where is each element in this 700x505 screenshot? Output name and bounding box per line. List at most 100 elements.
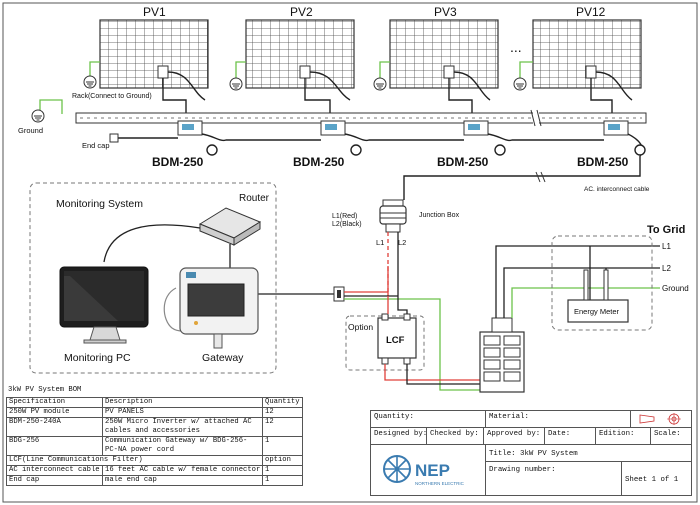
table-row: BDM-250-240A 250W Micro Inverter w/ atta… — [6, 417, 303, 437]
bom-title: 3kW PV System BOM — [8, 386, 82, 394]
bom-cell: End cap — [6, 475, 103, 486]
monitoring-system-label: Monitoring System — [56, 198, 143, 210]
bdm-label-2: BDM-250 — [293, 155, 345, 169]
lcf-wires — [384, 296, 488, 385]
inverter-3 — [463, 120, 489, 136]
gateway-icon — [163, 267, 259, 349]
l2-black-label: L2(Black) — [332, 221, 362, 228]
end-cap-icon — [109, 133, 119, 143]
logo-subtext: NORTHERN ELECTRIC — [415, 481, 465, 486]
inverter-1 — [177, 120, 203, 136]
gateway-label: Gateway — [202, 352, 244, 364]
ground-symbols — [31, 75, 527, 123]
option-label: Option — [348, 322, 373, 332]
table-row: 250W PV module PV PANELS 12 — [6, 407, 303, 418]
quantity-field: Quantity: — [370, 410, 486, 428]
nep-logo: NEP NORTHERN ELECTRIC — [383, 455, 465, 486]
bdm-label-1: BDM-250 — [152, 155, 204, 169]
drawing-number-field: Drawing number: — [485, 461, 622, 496]
bom-header-spec: Specification — [6, 397, 103, 408]
checked-by-field: Checked by: — [426, 427, 484, 445]
monitoring-system-box — [29, 182, 277, 374]
pv-panel-2 — [245, 19, 355, 89]
l2-label: L2 — [398, 238, 406, 247]
router-icon — [198, 207, 262, 246]
drawing-title: Title: 3kW PV System — [485, 444, 692, 462]
bom-cell: BDG-256 — [6, 436, 103, 456]
pv-array — [99, 19, 642, 89]
outlet-icon — [333, 286, 345, 302]
approved-by-field: Approved by: — [483, 427, 545, 445]
cable-break — [535, 171, 546, 183]
bom-cell: 12 — [262, 407, 303, 418]
mounting-rack — [75, 109, 647, 127]
grid-wires — [495, 245, 660, 318]
pv-label-3: PV3 — [434, 5, 457, 19]
breaker-panel — [479, 317, 525, 393]
designed-by-field: Designed by: — [370, 427, 427, 445]
junction-box — [379, 199, 407, 233]
panel-dc-cables — [162, 71, 633, 120]
bom-cell: 16 feet AC cable w/ female connector — [102, 465, 263, 476]
ground-label-left: Ground — [18, 126, 43, 135]
micro-inverters — [177, 120, 629, 136]
bom-cell: 1 — [262, 436, 303, 456]
pv-panel-1 — [99, 19, 209, 89]
pv-panel-12 — [532, 19, 642, 89]
ac-trunk-cable — [118, 133, 646, 200]
l1-red-label: L1(Red) — [332, 213, 357, 220]
bom-cell: 250W PV module — [6, 407, 103, 418]
table-row: LCF(Line Communications Filter) option — [6, 455, 303, 466]
bom-cell: male end cap — [102, 475, 263, 486]
rack-label: Rack(Connect to Ground) — [72, 93, 152, 100]
panel-ellipsis: ... — [510, 39, 522, 55]
logo-text: NEP — [415, 461, 450, 480]
pv-label-12: PV12 — [576, 5, 606, 19]
table-row: AC interconnect cable 16 feet AC cable w… — [6, 465, 303, 476]
inverter-2 — [320, 120, 346, 136]
bom-header-desc: Description — [102, 397, 263, 408]
scale-field: Scale: — [650, 427, 692, 445]
bom-cell: 12 — [262, 417, 303, 437]
junction-box-label: Junction Box — [419, 212, 460, 219]
bom-cell: 250W Micro Inverter w/ attached AC cable… — [102, 417, 263, 437]
table-row: BDG-256 Communication Gateway w/ BDG-256… — [6, 436, 303, 456]
bom-table: 3kW PV System BOM Specification Descript… — [6, 384, 303, 486]
material-field: Material: — [485, 410, 631, 428]
grid-l2-label: L2 — [662, 264, 671, 273]
table-row: End cap male end cap 1 — [6, 475, 303, 486]
bom-cell: BDM-250-240A — [6, 417, 103, 437]
bom-cell: LCF(Line Communications Filter) — [6, 455, 263, 466]
bdm-label-3: BDM-250 — [437, 155, 489, 169]
edition-field: Edition: — [595, 427, 651, 445]
pv-label-2: PV2 — [290, 5, 313, 19]
ac-feed-wires — [387, 232, 399, 296]
energy-meter-icon — [567, 269, 629, 323]
monitoring-pc-icon — [59, 266, 149, 344]
bom-cell: PV PANELS — [102, 407, 263, 418]
bom-cell: AC interconnect cable — [6, 465, 103, 476]
bom-cell: Communication Gateway w/ BDG-256-PC-NA p… — [102, 436, 263, 456]
gateway-power-wires — [344, 291, 480, 391]
bom-cell: 1 — [262, 475, 303, 486]
energy-meter-label: Energy Meter — [574, 307, 620, 316]
bdm-label-12: BDM-250 — [577, 155, 629, 169]
ac-interconnect-label: AC. interconnect cable — [584, 186, 650, 193]
projection-symbol-icon — [639, 412, 681, 426]
grid-ground-label: Ground — [662, 284, 689, 293]
projection-symbol-cell — [630, 410, 692, 428]
bom-header-row: Specification Description Quantity — [6, 397, 303, 408]
router-label: Router — [239, 193, 270, 204]
lcf-filter — [377, 313, 417, 365]
pv-label-1: PV1 — [143, 5, 166, 19]
network-cables — [103, 224, 334, 295]
l1-label: L1 — [376, 238, 384, 247]
date-field: Date: — [544, 427, 596, 445]
sheet-field: Sheet 1 of 1 — [621, 461, 692, 496]
monitoring-pc-label: Monitoring PC — [64, 352, 131, 364]
lcf-label: LCF — [386, 335, 405, 346]
grid-l1-label: L1 — [662, 242, 671, 251]
to-grid-label: To Grid — [647, 224, 685, 236]
